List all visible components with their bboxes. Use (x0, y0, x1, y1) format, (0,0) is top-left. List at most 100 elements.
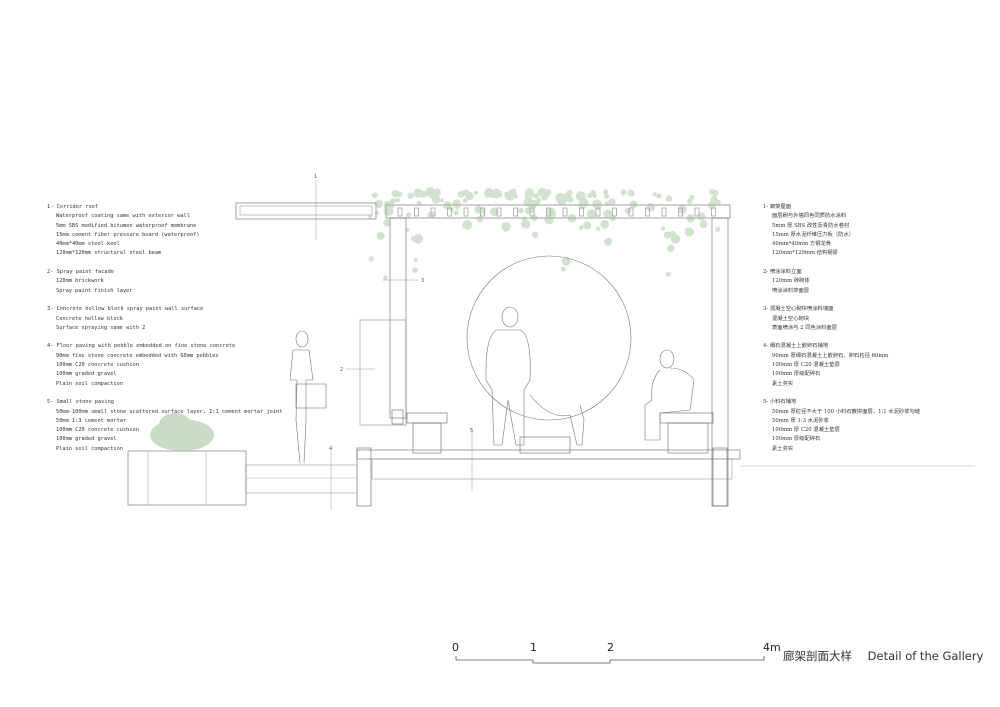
note-title: 2- 喷涂涂料立面 (763, 269, 802, 276)
leaf (383, 200, 394, 211)
leaf (709, 189, 715, 195)
leaf (453, 210, 459, 216)
leaf (712, 189, 719, 197)
pergola-slat (678, 207, 683, 217)
note-line: 100mm C20 concrete cushion (56, 362, 139, 369)
pergola-slat (661, 207, 667, 217)
leaf (661, 226, 666, 231)
leaf (560, 199, 566, 206)
leaf (412, 267, 418, 274)
note-line: Plain soil compaction (56, 445, 123, 452)
pergola-slat (546, 207, 551, 217)
leaf (652, 192, 657, 197)
leaf (371, 192, 378, 199)
pergola-slat (595, 207, 601, 217)
scale-bar (455, 656, 765, 664)
scale-tick-4m: 4m (763, 641, 781, 654)
cantilever-roof (235, 202, 377, 220)
note-group: 3- 混凝土空心砌块喷涂料墙面混凝土空心砌块表面喷涂与 2 同色涂料面层 (763, 305, 920, 333)
stone-paving (245, 464, 358, 494)
note-line: 15mm cement fiber pressure board (waterp… (56, 231, 200, 238)
leaf (454, 204, 460, 210)
leaf (413, 188, 423, 198)
leaf (665, 271, 671, 277)
leaf (439, 198, 445, 203)
note-line: 120mm brickwork (56, 278, 104, 285)
pergola-slat (463, 207, 469, 217)
note-line: 100mm graded gravel (56, 371, 117, 378)
leaf (484, 187, 494, 197)
note-line: 120mm*120mm 结构钢梁 (772, 250, 838, 257)
note-line: 素土夯实 (772, 380, 794, 387)
leaf (663, 231, 672, 239)
note-line: 表面喷涂与 2 同色涂料面层 (772, 324, 838, 331)
pergola-slat (430, 207, 436, 217)
leaf (710, 195, 718, 203)
climbing-plant-foliage (368, 187, 721, 281)
leaf (555, 192, 565, 203)
pergola-beam (385, 204, 731, 219)
leaf (620, 189, 627, 196)
leaf (443, 201, 452, 210)
leaf (405, 227, 410, 232)
leaf (518, 207, 524, 214)
leaf (466, 195, 472, 201)
bench-right (659, 412, 714, 424)
drawing-title-cn: 廊架剖面大样 (783, 649, 852, 663)
leaf (525, 188, 534, 197)
leaf (489, 193, 495, 199)
note-line: 100mm 厚 C20 混凝土垫层 (772, 362, 840, 369)
leaf (383, 219, 392, 227)
note-line: Plain soil compaction (56, 380, 123, 387)
leaf (428, 190, 433, 195)
leaf (432, 195, 441, 204)
scale-tick-0: 0 (452, 641, 459, 654)
man-with-dog (485, 306, 585, 446)
note-title: 5- Small stone paving (47, 399, 114, 406)
leaf (567, 214, 577, 223)
leaf (491, 188, 502, 199)
leaf (684, 227, 695, 237)
leaf (578, 225, 584, 230)
leaf (396, 191, 403, 198)
leaf (557, 198, 564, 205)
drawing-title-en: Detail of the Gallery (867, 649, 984, 663)
leaf (452, 199, 461, 208)
note-line: 50mm 厚 1:3 水泥砂浆 (772, 417, 829, 424)
leaf (600, 220, 610, 229)
leaf (368, 256, 374, 262)
note-title: 3- Concrete hollow block spray paint wal… (47, 306, 204, 313)
leaf (608, 198, 616, 206)
leaf (504, 191, 515, 201)
leaf (625, 207, 632, 214)
leaf (603, 209, 613, 219)
note-line: 100mm 厚级配碎石 (772, 436, 821, 443)
leaf (410, 236, 417, 242)
leaf (473, 190, 479, 195)
leaf (541, 193, 548, 201)
note-line: 120mm 砖砌体 (772, 278, 810, 285)
leaf (428, 211, 434, 217)
pergola-slat (480, 207, 485, 217)
callout-5: 5 (470, 428, 473, 434)
leaf (689, 194, 695, 200)
leaf (594, 203, 602, 211)
leaf (525, 189, 535, 199)
leaf (383, 206, 394, 216)
leaf (586, 209, 597, 219)
leaf (592, 193, 597, 199)
leaf (484, 190, 492, 198)
leaf (669, 230, 676, 238)
moon-gate (466, 255, 632, 421)
leaf (497, 192, 503, 198)
note-line: 面层刷与外墙同色同质防水涂料 (772, 213, 847, 220)
right-column (711, 217, 729, 507)
leaf (524, 207, 532, 215)
note-line: 5mm 厚 SBS 改性沥青防水卷材 (772, 222, 850, 229)
